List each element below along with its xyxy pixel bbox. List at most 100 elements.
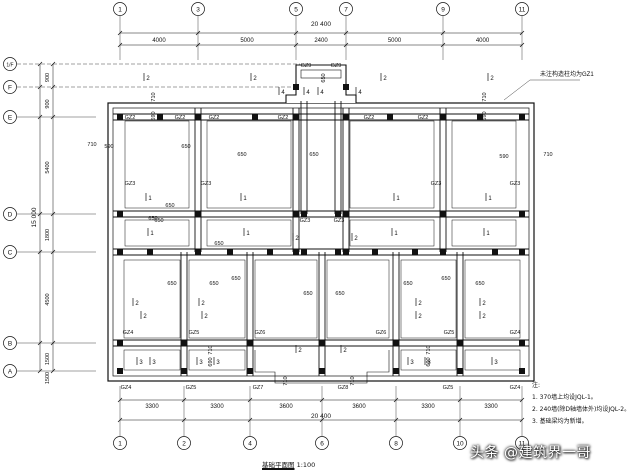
section-label: 3	[427, 360, 431, 366]
section-label: 2	[383, 76, 387, 82]
section-label: 4	[306, 90, 310, 96]
dim-seg-top: 2400	[314, 38, 328, 44]
axis-label-top: 9	[441, 7, 445, 14]
footing-outline-inner	[112, 107, 530, 377]
stair-footing-outline	[285, 64, 357, 103]
column-block	[343, 249, 349, 255]
column-block	[519, 340, 525, 346]
entrance-footing	[254, 350, 390, 384]
dim-total-left: 15 000	[31, 207, 38, 227]
dim-tick	[50, 114, 56, 120]
dim-tick	[195, 30, 201, 36]
room-footing	[124, 120, 190, 209]
column-label: GZ5	[189, 330, 200, 336]
section-label: 2	[204, 314, 208, 320]
column-block	[247, 368, 253, 374]
drawing-title: 基础平面图	[262, 461, 295, 469]
dim-tick	[519, 417, 525, 423]
dim-seg-left: 1800	[45, 229, 51, 241]
axis-label-top: 11	[519, 7, 526, 14]
column-block	[195, 211, 201, 217]
column-block	[387, 114, 393, 120]
column-block	[343, 211, 349, 217]
section-label: 4	[281, 90, 285, 96]
dim-tick	[293, 30, 299, 36]
dim-tick	[319, 397, 325, 403]
dim-seg-top: 5000	[240, 38, 254, 44]
axis-bubble-top	[436, 2, 450, 16]
column-label: GZ8	[338, 385, 349, 391]
section-label: 1	[488, 196, 492, 202]
local-dimension: 710	[426, 345, 432, 354]
section-label: 2	[482, 301, 486, 307]
dim-tick	[50, 61, 56, 67]
dim-tick	[343, 30, 349, 36]
dim-seg-left: 1500	[45, 372, 51, 384]
dim-tick	[393, 417, 399, 423]
column-block	[157, 114, 163, 120]
axis-bubble-left	[3, 207, 17, 221]
section-label: 2	[143, 314, 147, 320]
column-block	[393, 368, 399, 374]
general-notes: 注: 1. 370墙上均设JQL-1。 2. 240墙(除D轴墙体外)均设JQL…	[532, 380, 630, 428]
dim-tick	[37, 211, 43, 217]
column-block	[117, 249, 123, 255]
axis-bubble-bottom	[315, 436, 329, 450]
local-dimension: 650	[441, 276, 450, 282]
axis-bubble-bottom	[177, 436, 191, 450]
column-label: GZ2	[175, 115, 186, 121]
column-block	[492, 249, 498, 255]
drawing-scale: 1:100	[296, 461, 316, 469]
column-label: GZ4	[121, 385, 132, 391]
room-footing-lower	[188, 259, 246, 339]
column-label: GZ5	[444, 330, 455, 336]
column-block	[519, 114, 525, 120]
section-label: 2	[343, 348, 347, 354]
local-dimension: 650	[181, 144, 190, 150]
section-label: 1	[396, 196, 400, 202]
annotation-text: 未注构造柱均为GZ1	[540, 70, 594, 78]
room-footing-lower	[123, 259, 181, 339]
column-block	[301, 249, 307, 255]
column-label: GZ2	[125, 115, 136, 121]
dim-tick	[117, 30, 123, 36]
dim-tick	[117, 42, 123, 48]
axis-bubble-left	[3, 110, 17, 124]
axis-bubble-top	[113, 2, 127, 16]
room-footing	[206, 120, 292, 209]
dim-tick	[181, 397, 187, 403]
dim-tick	[117, 397, 123, 403]
dim-tick	[37, 340, 43, 346]
dim-seg-top: 5000	[388, 38, 402, 44]
notes-heading: 注:	[532, 382, 541, 389]
column-label: GZ7	[253, 385, 264, 391]
column-block	[393, 340, 399, 346]
axis-bubble-left	[3, 364, 17, 378]
local-dimension: 690	[482, 111, 488, 120]
column-block	[147, 249, 153, 255]
axis-label-top: 1	[118, 7, 122, 14]
local-dimension: 710	[283, 376, 289, 385]
axis-label-bottom: 10	[456, 441, 464, 448]
axis-label-left: E	[8, 115, 13, 122]
section-label: 2	[354, 236, 358, 242]
local-dimension: 650	[154, 218, 163, 224]
column-block	[293, 211, 299, 217]
column-block	[457, 340, 463, 346]
dim-tick	[181, 417, 187, 423]
section-label: 2	[295, 236, 299, 242]
local-dimension: 650	[335, 291, 344, 297]
column-block	[412, 249, 418, 255]
section-label: 2	[298, 348, 302, 354]
axis-label-top: 5	[294, 7, 298, 14]
dim-tick	[519, 42, 525, 48]
column-label: GZ4	[123, 330, 134, 336]
local-dimension: 650	[309, 152, 318, 158]
note-item: 3. 基础梁均为新增。	[532, 418, 588, 425]
dim-seg-left: 1500	[45, 353, 51, 365]
corridor-footing	[206, 219, 292, 247]
dim-tick	[393, 397, 399, 403]
column-block	[267, 249, 273, 255]
